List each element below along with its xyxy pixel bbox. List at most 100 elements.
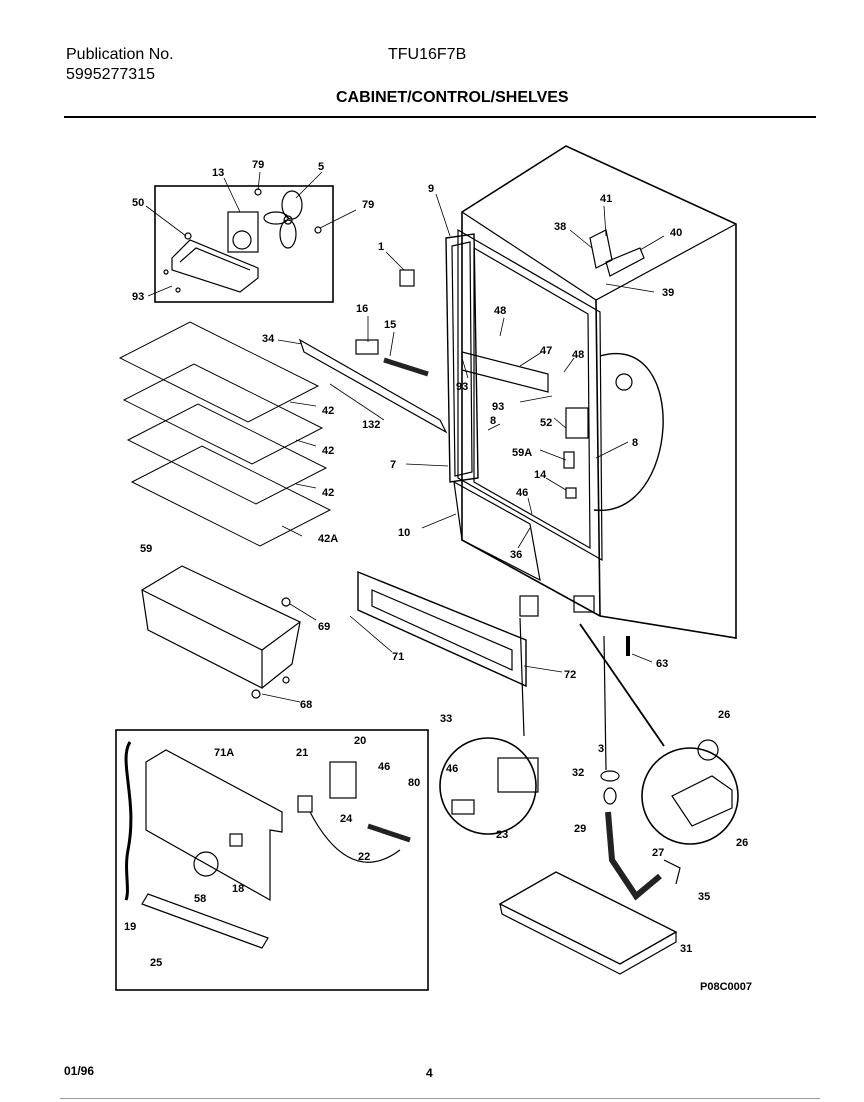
- callout-20: 20: [354, 735, 366, 747]
- section-title: CABINET/CONTROL/SHELVES: [336, 89, 569, 106]
- callout-33: 33: [440, 713, 452, 725]
- callout-27: 27: [652, 847, 664, 859]
- footer-date: 01/96: [64, 1064, 95, 1078]
- callout-59A: 59A: [512, 447, 532, 459]
- detail-circle-hinge: [641, 747, 739, 845]
- callout-21: 21: [296, 747, 308, 759]
- hinge-bushing: [697, 739, 719, 761]
- callout-26a: 26: [718, 709, 730, 721]
- callout-93c: 93: [492, 401, 504, 413]
- leader-detail-hinge: [579, 623, 665, 747]
- callout-24: 24: [340, 813, 353, 825]
- pan-clip: [663, 859, 681, 885]
- callout-40: 40: [670, 227, 682, 239]
- fan-assembly-inset: [154, 185, 334, 303]
- callout-52: 52: [540, 417, 552, 429]
- callout-42a: 42: [322, 405, 334, 417]
- thermostat-knob: [565, 487, 577, 499]
- callout-71A: 71A: [214, 747, 234, 759]
- control-panel-housing: [124, 741, 283, 949]
- kick-plate-clip: [519, 595, 539, 617]
- drawing-code: P08C0007: [700, 981, 752, 993]
- callout-39: 39: [662, 287, 674, 299]
- leader-lines: [145, 171, 665, 703]
- callout-16: 16: [356, 303, 368, 315]
- publication-label: Publication No.: [66, 46, 174, 63]
- callout-48a: 48: [494, 305, 506, 317]
- cabinet: [453, 145, 737, 639]
- bottom-rule: [60, 1098, 820, 1099]
- publication-number: 5995277315: [66, 66, 155, 83]
- callout-63: 63: [656, 658, 668, 670]
- light-socket: [383, 357, 429, 377]
- footer-page-number: 4: [426, 1066, 433, 1080]
- callout-15: 15: [384, 319, 396, 331]
- callout-68: 68: [300, 699, 312, 711]
- callout-48b: 48: [572, 349, 584, 361]
- wire-shelves: [118, 321, 332, 547]
- callout-71: 71: [392, 651, 404, 663]
- callout-36: 36: [510, 549, 522, 561]
- callout-22: 22: [358, 851, 370, 863]
- hinge-bottom: [573, 595, 595, 613]
- callout-46b: 46: [378, 761, 390, 773]
- callout-26b: 26: [736, 837, 748, 849]
- callout-38: 38: [554, 221, 566, 233]
- callout-46: 46: [516, 487, 528, 499]
- callout-42A: 42A: [318, 533, 338, 545]
- callout-3: 3: [598, 743, 604, 755]
- fan-motor-bracket: [163, 211, 259, 293]
- callout-93b: 93: [456, 381, 468, 393]
- callout-50: 50: [132, 197, 144, 209]
- callout-132: 132: [362, 419, 380, 431]
- callout-25: 25: [150, 957, 162, 969]
- drain-tube: [605, 811, 662, 901]
- header-rule: [64, 116, 816, 118]
- freezer-basket: [140, 565, 302, 699]
- leader-detail-switch: [519, 617, 525, 737]
- drain-grommet: [600, 770, 620, 782]
- switch-part: [451, 799, 475, 815]
- callout-23: 23: [496, 829, 508, 841]
- callout-7: 7: [390, 459, 396, 471]
- callout-8a: 8: [490, 415, 496, 427]
- callout-80: 80: [408, 777, 420, 789]
- drain-leader: [603, 635, 607, 771]
- callout-58: 58: [194, 893, 206, 905]
- callout-18: 18: [232, 883, 244, 895]
- callout-42b: 42: [322, 445, 334, 457]
- shelf-rail: [298, 338, 448, 434]
- model-number: TFU16F7B: [388, 46, 467, 63]
- callout-79a: 79: [252, 159, 264, 171]
- damper-control: [355, 339, 379, 355]
- callout-31: 31: [680, 943, 692, 955]
- callout-93a: 93: [132, 291, 144, 303]
- callout-13: 13: [212, 167, 224, 179]
- capillary-tube: [309, 811, 401, 863]
- evaporator-cover: [461, 351, 549, 393]
- callout-59: 59: [140, 543, 152, 555]
- callout-79b: 79: [362, 199, 374, 211]
- control-bracket: [563, 451, 575, 469]
- callout-41: 41: [600, 193, 612, 205]
- callout-14: 14: [534, 469, 547, 481]
- hinge-plate: [671, 775, 733, 827]
- callout-10: 10: [398, 527, 410, 539]
- callout-42c: 42: [322, 487, 334, 499]
- callout-5: 5: [318, 161, 324, 173]
- callout-46c: 46: [446, 763, 458, 775]
- callout-47: 47: [540, 345, 552, 357]
- callout-19: 19: [124, 921, 136, 933]
- switch-bracket: [497, 757, 539, 793]
- hinge-top: [589, 229, 645, 277]
- thermostat-part: [297, 795, 313, 813]
- callout-32: 32: [572, 767, 584, 779]
- callout-34: 34: [262, 333, 275, 345]
- callout-35: 35: [698, 891, 710, 903]
- detail-circle-switch: [439, 737, 537, 835]
- callout-9: 9: [428, 183, 434, 195]
- door-gasket: [445, 233, 479, 483]
- callout-69: 69: [318, 621, 330, 633]
